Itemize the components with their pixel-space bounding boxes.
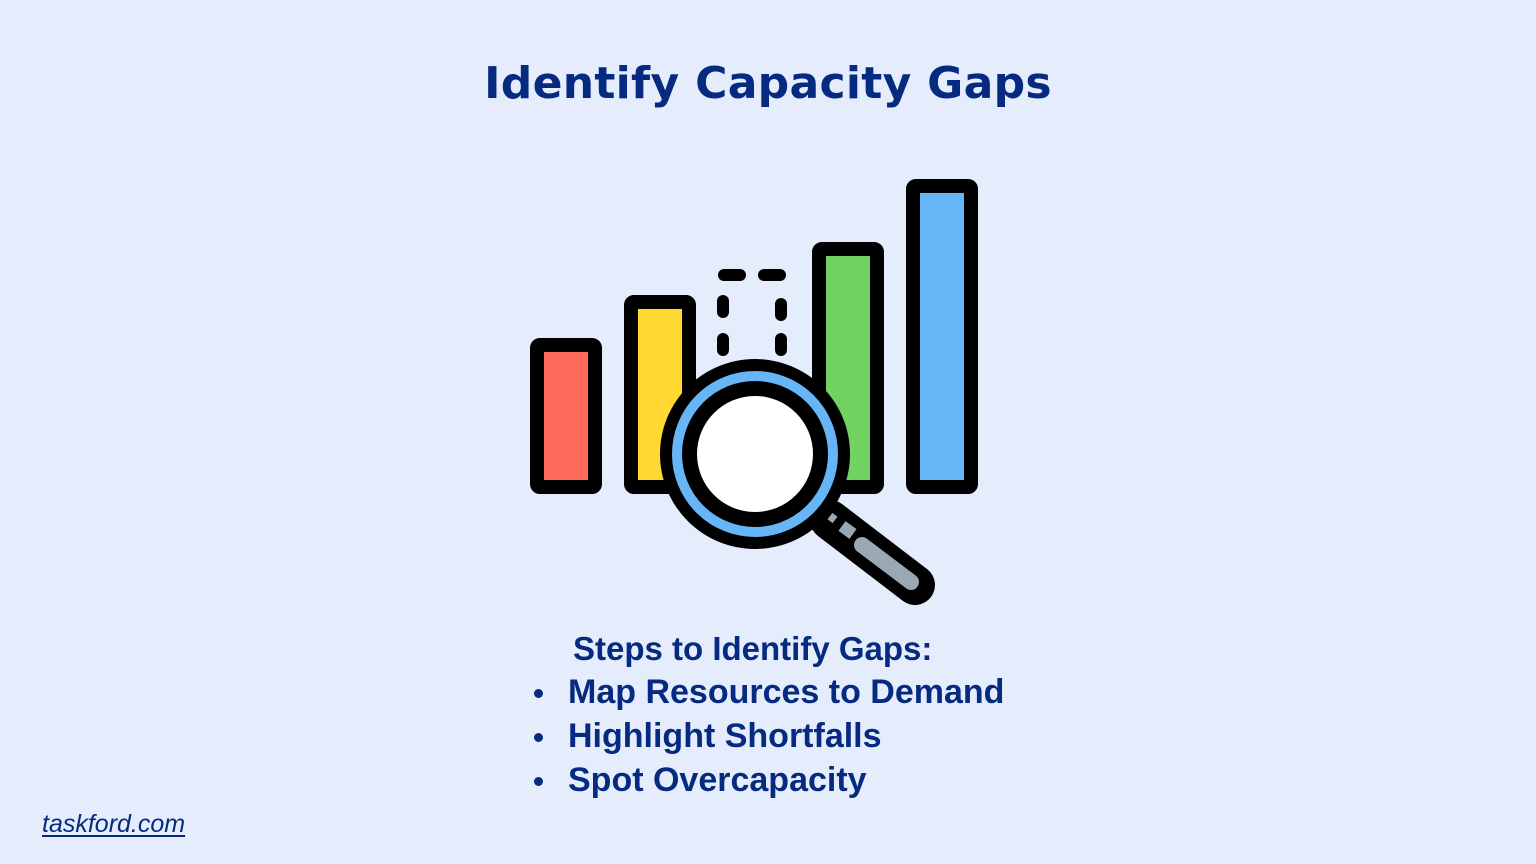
steps-heading: Steps to Identify Gaps: <box>573 630 933 667</box>
list-item: Spot Overcapacity <box>530 758 1004 802</box>
bullet-icon <box>534 777 543 786</box>
magnifier-icon <box>660 359 935 605</box>
list-item: Map Resources to Demand <box>530 670 1004 714</box>
step-label: Spot Overcapacity <box>568 761 867 799</box>
capacity-gap-illustration <box>520 170 990 610</box>
step-label: Map Resources to Demand <box>568 673 1005 711</box>
blue-bar <box>906 179 978 494</box>
bullet-icon <box>534 733 543 742</box>
bullet-icon <box>534 689 543 698</box>
list-item: Highlight Shortfalls <box>530 714 1004 758</box>
page-title: Identify Capacity Gaps <box>484 58 1052 109</box>
red-bar <box>530 338 602 494</box>
missing-bar-dashed-icon <box>717 269 787 356</box>
taskford-link[interactable]: taskford.com <box>42 810 186 838</box>
steps-list: Map Resources to Demand Highlight Shortf… <box>530 670 1004 802</box>
steps-section: Steps to Identify Gaps: Map Resources to… <box>530 628 1004 802</box>
step-label: Highlight Shortfalls <box>568 717 882 755</box>
